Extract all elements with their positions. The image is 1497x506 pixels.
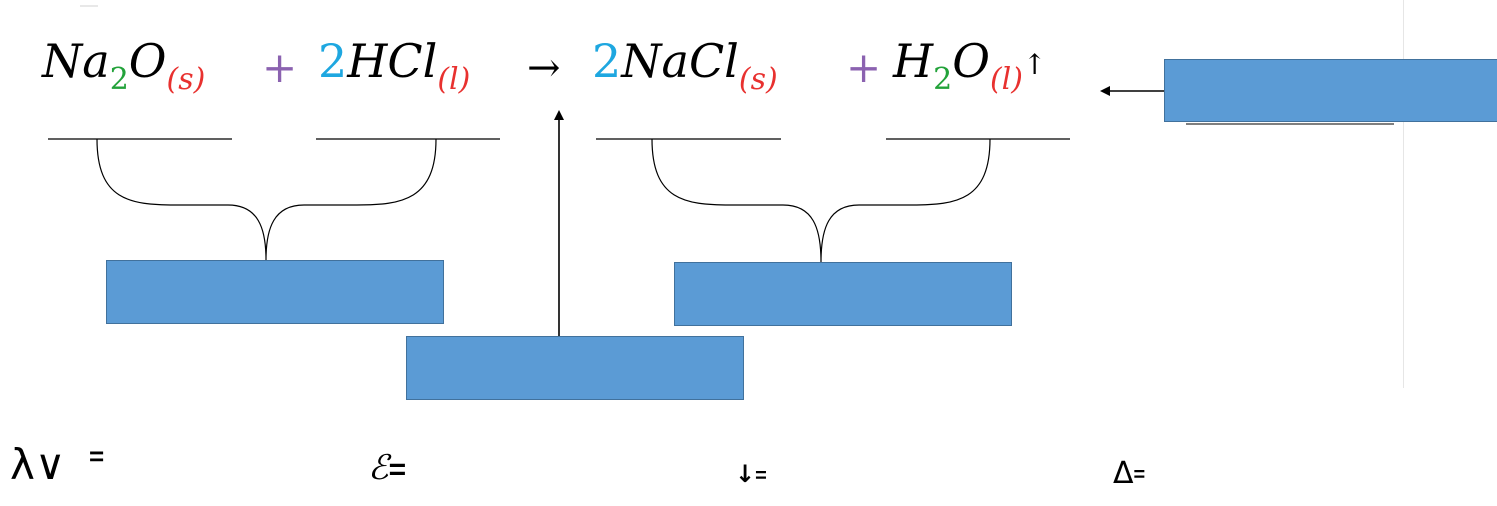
- legend-energy: ℰ=: [368, 448, 406, 488]
- hcl-main: HCl: [347, 34, 438, 88]
- page-divider: [1403, 0, 1404, 388]
- reactant-na2o: Na2O(s): [42, 38, 205, 95]
- plus-sign-2: +: [846, 43, 881, 89]
- label-box-condition[interactable]: [406, 336, 744, 400]
- label-box-reactants[interactable]: [106, 260, 444, 324]
- na2o-subscript: 2: [109, 62, 129, 97]
- legend-precipitate: ↓=: [735, 460, 767, 488]
- delta-icon: Δ: [1113, 456, 1134, 491]
- heat-symbol-icon: λ∨: [10, 440, 66, 489]
- na2o-state: (s): [166, 62, 206, 97]
- label-box-products[interactable]: [674, 262, 1012, 326]
- gas-up-arrow-icon: ↑: [1022, 48, 1047, 81]
- nacl-main: NaCl: [621, 34, 739, 88]
- plus-1: +: [262, 43, 298, 92]
- h2o-main: H: [893, 34, 934, 88]
- nacl-coefficient: 2: [592, 34, 622, 88]
- hcl-coefficient: 2: [318, 34, 348, 88]
- label-box-gas[interactable]: [1164, 59, 1497, 122]
- products-brace: [651, 138, 991, 263]
- plus-sign-1: +: [262, 43, 297, 89]
- delta-equals: =: [1133, 464, 1146, 486]
- h2o-subscript: 2: [933, 62, 953, 97]
- h2o-state: (l): [989, 62, 1023, 97]
- plus-2: +: [846, 43, 882, 92]
- energy-equals: =: [388, 453, 407, 486]
- hcl-state: (l): [437, 62, 471, 97]
- product-nacl: 2NaCl(s): [592, 38, 778, 95]
- down-arrow-icon: ↓: [735, 460, 756, 488]
- h2o-oxygen: O: [952, 34, 990, 88]
- arrow-symbol: →: [527, 45, 561, 91]
- legend-heat: λ∨ =: [10, 440, 104, 489]
- na2o-oxygen: O: [128, 34, 167, 88]
- na2o-main: Na: [42, 34, 110, 88]
- reactants-brace: [96, 138, 437, 261]
- reactant-hcl: 2HCl(l): [318, 38, 470, 95]
- reaction-arrow: →: [527, 42, 561, 88]
- nacl-state: (s): [738, 62, 778, 97]
- precipitate-equals: =: [755, 465, 767, 487]
- corner-mark: [80, 5, 98, 7]
- legend-delta: Δ=: [1113, 456, 1145, 491]
- product-h2o: H2O(l)↑: [893, 38, 1047, 95]
- energy-symbol-icon: ℰ: [368, 448, 389, 488]
- heat-equals: =: [88, 441, 105, 471]
